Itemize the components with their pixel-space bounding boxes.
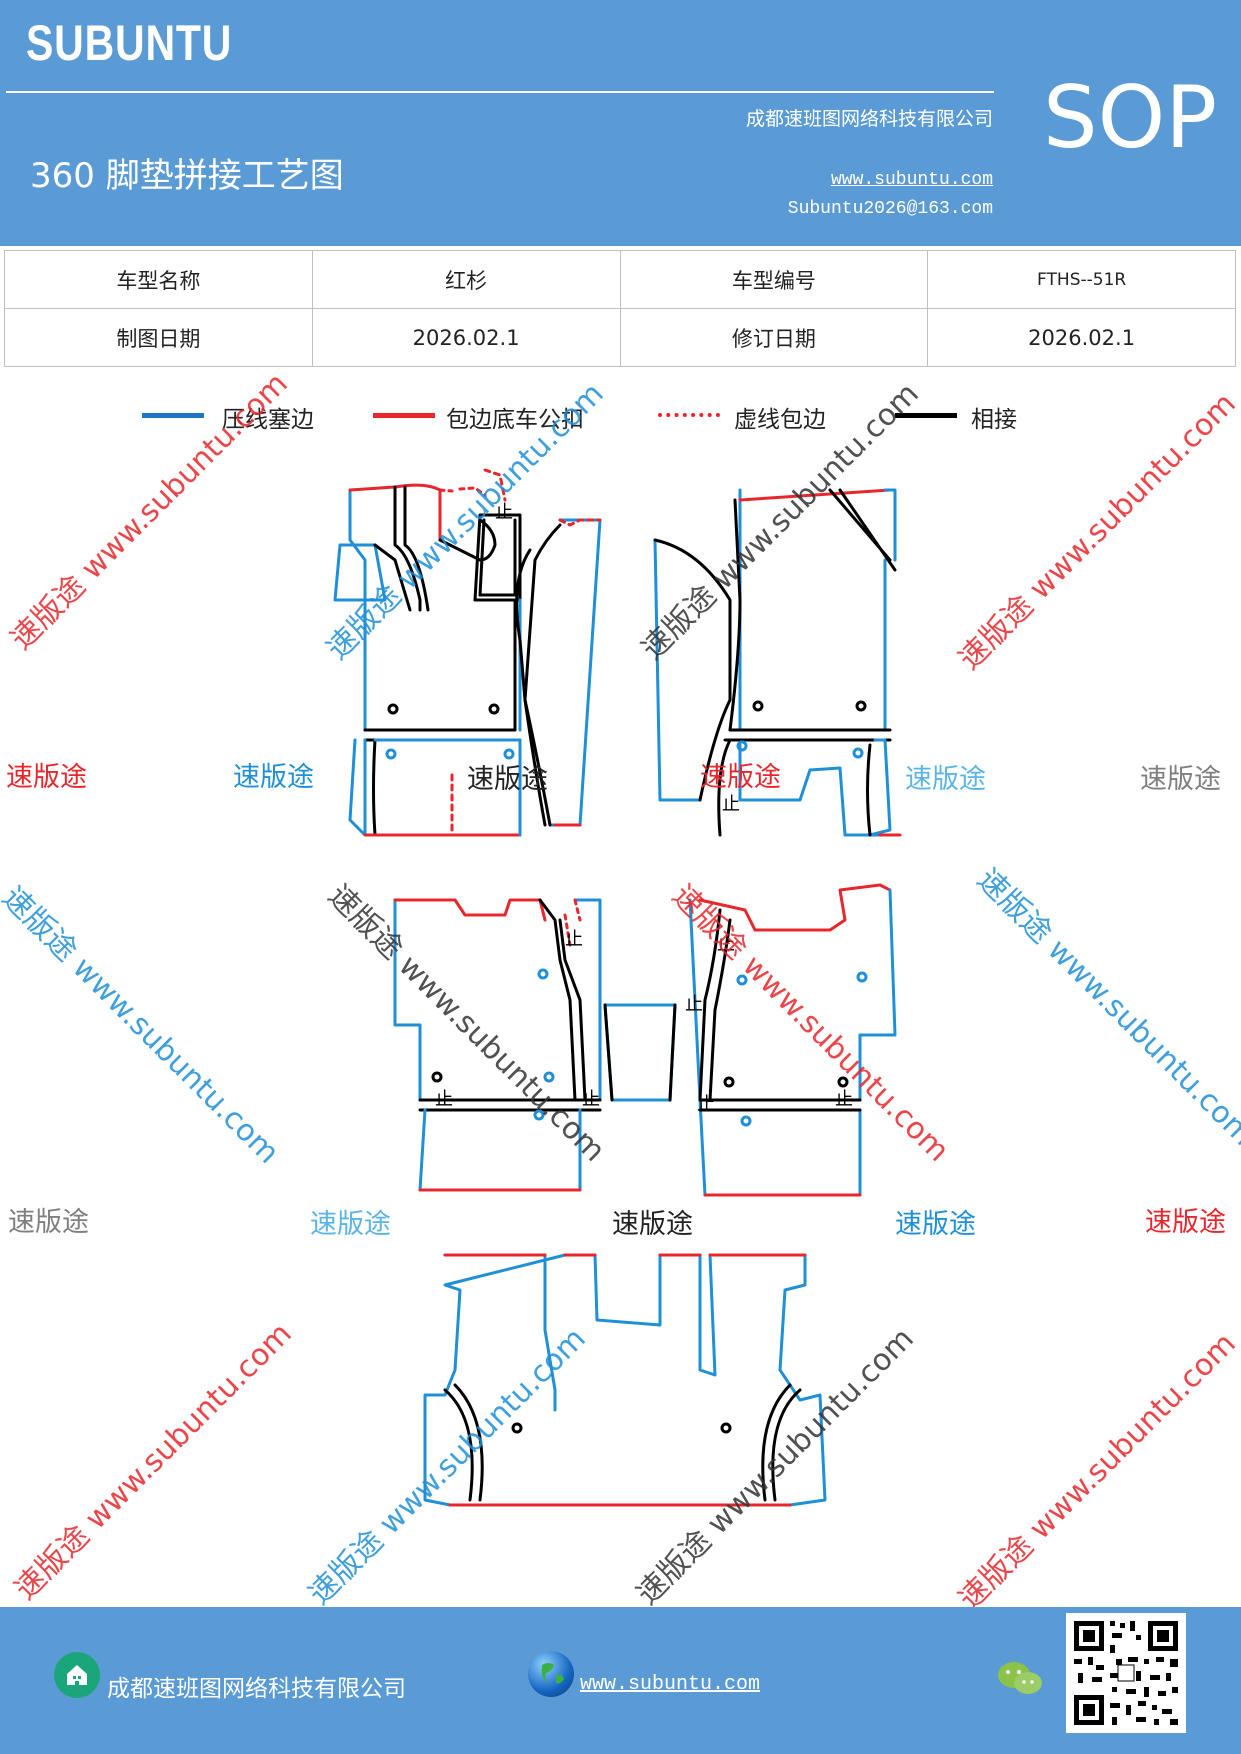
table-row: 制图日期 2026.02.1 修订日期 2026.02.1 [4,308,1236,367]
watermark-text: 速版途 [467,764,548,795]
table-row: 车型名称 红杉 车型编号 FTHS--51R [4,250,1236,309]
watermark-text: 速版途 [612,1209,693,1240]
legend: 压线塞边 包边底车公扣 虚线包边 相接 [0,400,1241,440]
watermark-text: 速版途 [1145,1207,1226,1238]
revise-date-label: 修订日期 [619,308,929,367]
website-link[interactable]: www.subuntu.com [830,170,993,190]
stop-mark: 止 [435,1089,453,1110]
model-code-value: FTHS--51R [927,250,1236,309]
mat-piece-front-right [653,488,902,837]
watermark-text: 速版途 [310,1209,391,1240]
stop-mark: 止 [697,1094,715,1115]
header-banner: SUBUNTU 成都速班图网络科技有限公司 360 脚垫拼接工艺图 www.su… [0,0,1241,246]
draw-date-value: 2026.02.1 [311,308,621,367]
stop-mark: 止 [722,794,740,815]
legend-swatch-red-dotted [658,413,720,417]
watermark-text: 速版途 [700,762,781,793]
email-address: Subuntu2026@163.com [787,199,993,219]
watermark-text: 速版途 [895,1209,976,1240]
stop-mark: 止 [565,929,583,950]
stop-mark: 止 [582,1089,600,1110]
legend-swatch-black [895,413,957,418]
sop-badge: SOP [1043,68,1218,168]
watermark-text: 速版途 [8,1207,89,1238]
footer-company-name: 成都速班图网络科技有限公司 [107,1676,406,1702]
qr-code[interactable] [1066,1613,1186,1733]
mat-piece-front-left [333,468,602,837]
draw-date-label: 制图日期 [4,308,313,367]
watermark-text: 速版途 [233,762,314,793]
wechat-icon[interactable] [996,1659,1044,1699]
legend-label: 压线塞边 [222,407,314,433]
building-icon [54,1652,100,1698]
model-name-value: 红杉 [311,250,621,309]
mat-piece-mid-left [393,898,602,1192]
legend-label: 包边底车公扣 [446,407,584,433]
footer-website-link[interactable]: www.subuntu.com [580,1673,761,1696]
legend-swatch-blue [142,413,204,418]
model-name-label: 车型名称 [4,250,313,309]
stop-mark: 止 [495,502,513,523]
mat-piece-middle [603,1003,677,1102]
info-table: 车型名称 红杉 车型编号 FTHS--51R 制图日期 2026.02.1 修订… [4,250,1236,367]
stop-mark: 止 [685,994,703,1015]
watermark-text: 速版途 [905,764,986,795]
page-title: 360 脚垫拼接工艺图 [30,156,344,196]
legend-label: 相接 [971,407,1017,433]
revise-date-value: 2026.02.1 [927,308,1236,367]
company-name: 成都速班图网络科技有限公司 [745,108,993,130]
stop-mark: 止 [835,1089,853,1110]
mat-piece-rear [423,1253,827,1507]
watermark-text: 速版途 [1140,764,1221,795]
brand-logo: SUBUNTU [26,15,233,71]
legend-label: 虚线包边 [734,407,826,433]
watermark-text: 速版途 [6,762,87,793]
header-divider [6,91,994,93]
mat-piece-mid-right [688,883,897,1197]
model-code-label: 车型编号 [619,250,929,309]
legend-swatch-red [373,413,435,418]
globe-icon [528,1651,574,1697]
stop-mark: 止 [717,934,735,955]
footer-banner: 成都速班图网络科技有限公司 www.subuntu.com [0,1607,1241,1754]
